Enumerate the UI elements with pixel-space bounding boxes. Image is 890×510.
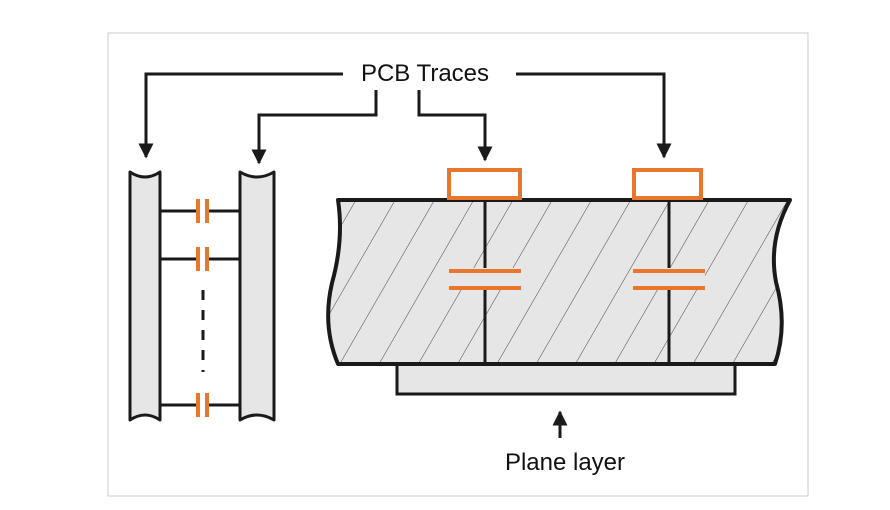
pcb-substrate-hatch bbox=[326, 198, 792, 366]
arrow-icon bbox=[251, 90, 378, 165]
arrow-icon bbox=[417, 90, 493, 162]
left-trace-strip bbox=[128, 170, 162, 422]
arrow-icon bbox=[138, 72, 343, 159]
capacitor-icon bbox=[449, 268, 521, 290]
plane-layer-label: Plane layer bbox=[505, 449, 625, 476]
board-cross-section bbox=[326, 168, 792, 396]
plane-layer bbox=[395, 361, 737, 396]
capacitor-icon bbox=[160, 199, 240, 223]
arrow-icon bbox=[516, 72, 672, 159]
surface-trace bbox=[632, 168, 703, 200]
trace-callouts bbox=[138, 72, 672, 165]
right-trace-strip bbox=[238, 170, 276, 422]
pcb-traces-label: PCB Traces bbox=[361, 60, 489, 87]
capacitor-icon bbox=[633, 268, 705, 290]
surface-trace bbox=[447, 168, 522, 200]
diagram-frame bbox=[107, 32, 809, 497]
side-view-traces bbox=[128, 170, 276, 422]
capacitor-icon bbox=[160, 247, 240, 271]
capacitor-icon bbox=[160, 393, 240, 417]
